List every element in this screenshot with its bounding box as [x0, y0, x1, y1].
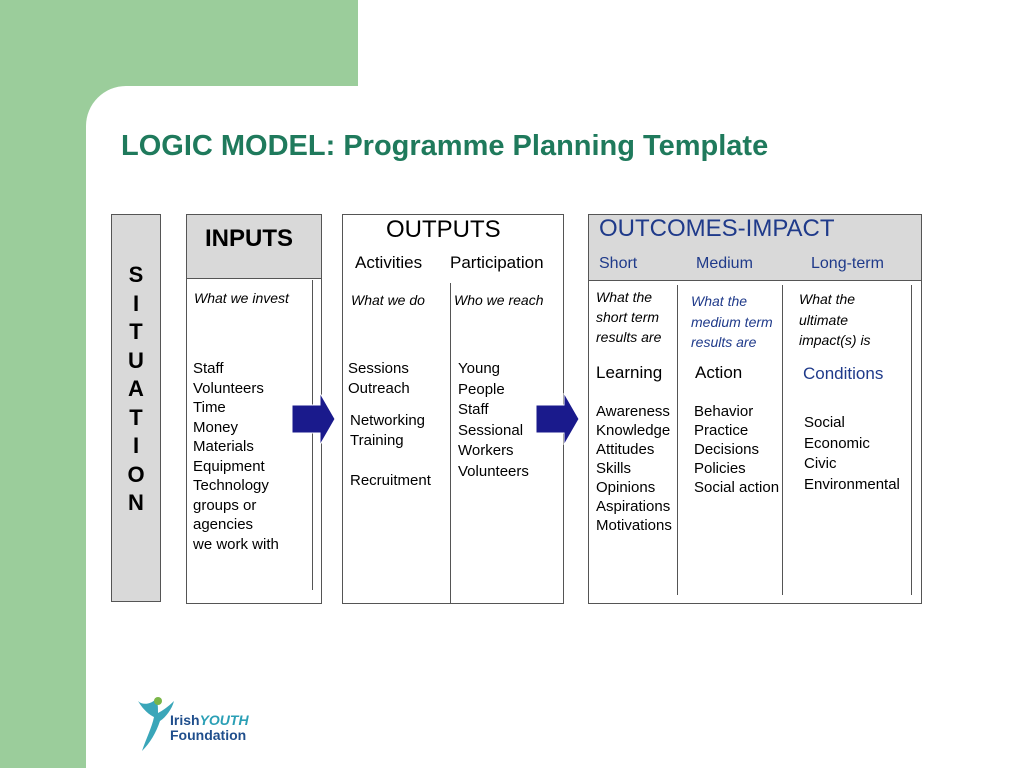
- activity-item: Outreach: [348, 380, 410, 397]
- activities-subtitle: What we do: [351, 292, 425, 308]
- long-subtitle-line: ultimate: [799, 311, 849, 328]
- situation-letter: U: [128, 347, 144, 373]
- learning-item: Motivations: [596, 517, 672, 534]
- arrow-right-icon: [536, 393, 580, 445]
- input-item: agencies: [193, 516, 254, 533]
- action-item: Practice: [694, 422, 749, 439]
- medium-subtitle-line: What the: [691, 293, 748, 309]
- short-subtitle-line: short term: [596, 309, 660, 325]
- inputs-header: [187, 215, 321, 279]
- outcomes-header: [589, 215, 921, 281]
- input-item: Staff: [193, 360, 224, 377]
- action-item: Policies: [694, 460, 746, 477]
- page-title: LOGIC MODEL: Programme Planning Template: [121, 130, 769, 162]
- outcomes-box: [588, 214, 922, 604]
- situation-letter: T: [129, 319, 143, 344]
- short-label: Short: [599, 255, 638, 272]
- participation-subtitle: Who we reach: [454, 292, 544, 308]
- inputs-header-label: INPUTS: [205, 225, 294, 252]
- outputs-box: [342, 214, 564, 604]
- logo-figure-icon: [138, 697, 174, 751]
- outcomes-divider-1: [677, 285, 678, 595]
- activities-recruitment: Recruitment: [350, 472, 431, 489]
- action-item: Social action: [694, 479, 780, 496]
- situation-letter: I: [132, 433, 140, 458]
- short-subtitle: What the short term results are: [596, 287, 661, 347]
- learning-item: Opinions: [596, 479, 656, 496]
- input-item: Money: [193, 418, 239, 436]
- action-item: Behavior: [694, 403, 754, 420]
- situation-letter: A: [128, 376, 144, 401]
- activities-label: Activities: [355, 253, 423, 272]
- logo-foundation: Foundation: [170, 727, 247, 743]
- input-item: we work with: [193, 535, 279, 553]
- situation-letter: I: [132, 290, 140, 316]
- participation-item: Young: [458, 360, 500, 377]
- input-item: groups or: [193, 496, 257, 514]
- long-subtitle-line: What the: [799, 291, 856, 307]
- inputs-subtitle: What we invest: [194, 290, 289, 306]
- input-item: Technology: [193, 477, 269, 494]
- condition-item: Social: [804, 414, 845, 431]
- action-item: Decisions: [694, 441, 760, 458]
- input-item: Equipment: [193, 457, 265, 475]
- long-subtitle-line: impact(s) is: [799, 332, 871, 348]
- situation-letter: O: [127, 461, 145, 487]
- participation-item: Staff: [458, 401, 489, 418]
- condition-item: Economic: [804, 434, 870, 452]
- outcomes-header-label: OUTCOMES-IMPACT: [599, 215, 835, 242]
- condition-item: Environmental: [804, 475, 900, 493]
- outcomes-divider-3: [911, 285, 912, 595]
- outputs-header-label: OUTPUTS: [386, 216, 501, 243]
- learning-item: Knowledge: [596, 422, 671, 439]
- situation-letter: S: [128, 262, 144, 287]
- inputs-divider: [312, 280, 313, 590]
- conditions-label: Conditions: [803, 364, 884, 383]
- medium-subtitle: What the medium term results are: [691, 291, 773, 353]
- action-label: Action: [695, 363, 743, 382]
- medium-subtitle-line: results are: [691, 334, 757, 350]
- input-item: Time: [193, 399, 226, 416]
- participation-item: Volunteers: [458, 462, 529, 480]
- medium-label: Medium: [696, 255, 753, 272]
- activity-item: Sessions: [348, 360, 409, 377]
- short-subtitle-line: What the: [596, 289, 653, 305]
- logo-youth: YOUTH: [199, 712, 249, 728]
- outcomes-divider-2: [782, 285, 783, 595]
- activity-item: Training: [350, 432, 404, 449]
- arrow-right-icon: [292, 393, 336, 445]
- participation-item: Workers: [458, 442, 514, 459]
- situation-letter: N: [128, 490, 144, 515]
- participation-item: People: [458, 380, 505, 398]
- long-term-label: Long-term: [811, 255, 884, 272]
- short-subtitle-line: results are: [596, 329, 662, 345]
- input-item: Materials: [193, 438, 254, 455]
- learning-item: Aspirations: [596, 498, 671, 515]
- situation-letter: T: [129, 404, 143, 430]
- participation-item: Sessional: [458, 421, 524, 439]
- long-subtitle: What the ultimate impact(s) is: [799, 289, 871, 351]
- slide-top-area: [358, 0, 1024, 86]
- logo-irish: Irish: [170, 712, 200, 728]
- learning-item: Awareness: [596, 403, 670, 420]
- learning-item: Skills: [596, 460, 632, 477]
- medium-subtitle-line: medium term: [691, 313, 773, 330]
- input-item: Volunteers: [193, 379, 264, 397]
- learning-label: Learning: [596, 363, 663, 382]
- participation-label: Participation: [450, 253, 544, 272]
- activity-item: Networking: [350, 412, 426, 429]
- learning-item: Attitudes: [596, 441, 655, 458]
- outputs-divider: [450, 283, 451, 603]
- condition-item: Civic: [804, 455, 837, 472]
